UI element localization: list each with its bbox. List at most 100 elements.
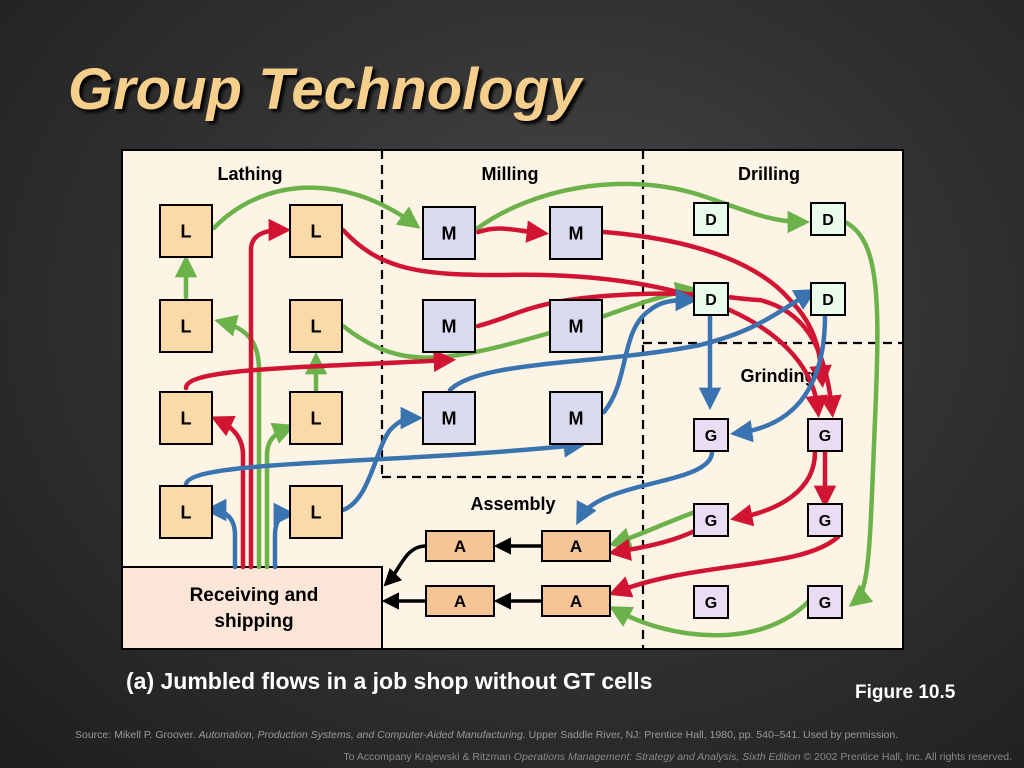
grinder-label: G xyxy=(705,513,717,530)
lathe-label: L xyxy=(181,316,192,336)
drill-machine: D xyxy=(810,282,846,316)
flow-black xyxy=(383,544,428,587)
source-suffix: Upper Saddle River, NJ: Prentice Hall, 1… xyxy=(525,729,899,741)
grinder-machine: G xyxy=(693,503,729,537)
dept-label-drilling: Drilling xyxy=(738,164,800,184)
flow-blue xyxy=(272,502,297,570)
mill-label: M xyxy=(569,408,584,428)
flow-red xyxy=(608,534,841,598)
dept-label-grinding: Grinding xyxy=(741,366,816,386)
footer-prefix: To Accompany Krajewski & Ritzman xyxy=(343,751,514,763)
lathe-machine: L xyxy=(159,485,213,539)
department-borders xyxy=(380,150,903,649)
mill-label: M xyxy=(569,223,584,243)
slide-title: Group Technology xyxy=(68,57,582,122)
machines-layer: L L L L L L L L M M M M M M D D D D G G G G G G A A A A xyxy=(159,202,846,619)
flow-green xyxy=(264,422,296,570)
flow-red xyxy=(183,349,457,391)
flow-red xyxy=(730,449,818,527)
dept-label-milling: Milling xyxy=(482,164,539,184)
grinder-label: G xyxy=(819,428,831,445)
drill-label: D xyxy=(822,292,834,309)
drill-machine: D xyxy=(693,202,729,236)
grinder-machine: G xyxy=(807,585,843,619)
assembly-label: A xyxy=(454,537,466,556)
assembly-label: A xyxy=(570,592,582,611)
dept-label-assembly: Assembly xyxy=(470,494,555,514)
assembly-machine: A xyxy=(541,530,611,562)
lathe-label: L xyxy=(181,408,192,428)
flow-red xyxy=(340,227,828,419)
footer-title: Operations Management: Strategy and Anal… xyxy=(513,751,801,763)
lathe-label: L xyxy=(311,316,322,336)
flow-blue xyxy=(447,289,818,393)
dept-label-lathing: Lathing xyxy=(218,164,283,184)
mill-label: M xyxy=(442,408,457,428)
drill-label: D xyxy=(705,212,717,229)
flow-red xyxy=(210,415,246,570)
mill-label: M xyxy=(442,316,457,336)
flow-blue xyxy=(601,288,699,415)
mill-machine: M xyxy=(422,299,476,353)
grinder-machine: G xyxy=(807,503,843,537)
grinder-label: G xyxy=(705,428,717,445)
flow-green xyxy=(842,219,880,608)
flow-blue xyxy=(576,449,715,526)
grinder-label: G xyxy=(819,513,831,530)
assembly-machine: A xyxy=(425,530,495,562)
lathe-label: L xyxy=(311,502,322,522)
lathe-machine: L xyxy=(289,391,343,445)
source-citation: Source: Mikell P. Groover. Automation, P… xyxy=(75,729,935,742)
flow-blue xyxy=(340,406,424,513)
mill-machine: M xyxy=(422,206,476,260)
drill-label: D xyxy=(822,212,834,229)
footer-suffix: © 2002 Prentice Hall, Inc. All rights re… xyxy=(800,751,1012,763)
figure-number: Figure 10.5 xyxy=(855,682,956,703)
lathe-label: L xyxy=(311,221,322,241)
mill-machine: M xyxy=(549,206,603,260)
mill-machine: M xyxy=(549,391,603,445)
drill-machine: D xyxy=(810,202,846,236)
flow-red xyxy=(475,220,550,243)
grinder-label: G xyxy=(705,595,717,612)
copyright-footer: To Accompany Krajewski & Ritzman Operati… xyxy=(343,751,1012,763)
lathe-machine: L xyxy=(159,391,213,445)
flow-blue xyxy=(729,313,828,443)
flow-red xyxy=(601,229,832,389)
grinder-machine: G xyxy=(693,418,729,452)
lathe-label: L xyxy=(311,408,322,428)
grinder-machine: G xyxy=(693,585,729,619)
lathe-machine: L xyxy=(289,299,343,353)
receiving-shipping-box xyxy=(121,566,383,650)
receiving-shipping-label-2: shipping xyxy=(214,611,293,632)
assembly-label: A xyxy=(570,537,582,556)
lathe-label: L xyxy=(181,502,192,522)
drill-label: D xyxy=(705,292,717,309)
drill-machine: D xyxy=(693,282,729,316)
flow-green xyxy=(211,185,421,231)
lathe-machine: L xyxy=(159,204,213,258)
flow-red xyxy=(248,218,292,570)
assembly-machine: A xyxy=(425,585,495,617)
flow-green xyxy=(608,599,811,638)
grinder-label: G xyxy=(819,595,831,612)
flow-blue xyxy=(203,498,238,570)
mill-label: M xyxy=(442,223,457,243)
lathe-machine: L xyxy=(289,204,343,258)
assembly-machine: A xyxy=(541,585,611,617)
lathe-machine: L xyxy=(159,299,213,353)
source-title: Automation, Production Systems, and Comp… xyxy=(198,729,526,741)
flow-green xyxy=(475,181,811,234)
grinder-machine: G xyxy=(807,418,843,452)
receiving-shipping-label-1: Receiving and xyxy=(190,585,319,606)
lathe-machine: L xyxy=(289,485,343,539)
source-prefix: Source: Mikell P. Groover. xyxy=(75,729,199,741)
flow-blue xyxy=(183,435,587,488)
mill-machine: M xyxy=(422,391,476,445)
mill-machine: M xyxy=(549,299,603,353)
diagram-caption: (a) Jumbled flows in a job shop without … xyxy=(126,668,653,694)
mill-label: M xyxy=(569,316,584,336)
lathe-label: L xyxy=(181,221,192,241)
flow-green xyxy=(340,281,698,360)
